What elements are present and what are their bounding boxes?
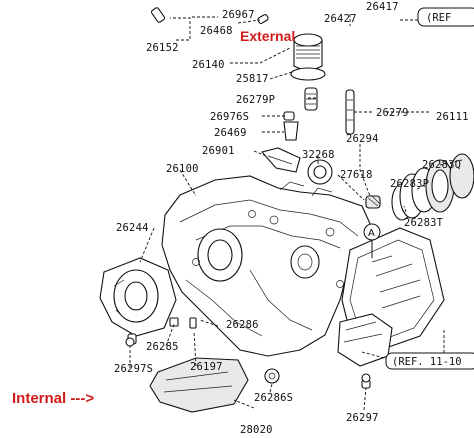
transaxle-case <box>161 175 373 357</box>
pn-25817: 25817 <box>236 73 269 85</box>
pn-26152: 26152 <box>146 42 179 54</box>
pn-26967: 26967 <box>222 9 255 21</box>
pn-26901: 26901 <box>202 145 235 157</box>
cable-bracket-part <box>345 89 355 135</box>
pn-26283P: 26283P <box>390 178 429 190</box>
pn-27618: 27618 <box>340 169 373 181</box>
o-ring-stack <box>391 153 474 221</box>
pn-26286: 26286 <box>226 319 259 331</box>
external-annotation: External <box>240 28 295 44</box>
pn-26285: 26285 <box>146 341 179 353</box>
svg-text:A: A <box>368 228 375 239</box>
oil-filter-part <box>290 33 326 81</box>
small-fasteners <box>125 317 371 389</box>
part-number-labels: 26967 26427 26417 26468 26152 26140 2581… <box>114 1 469 436</box>
pn-26197: 26197 <box>190 361 223 373</box>
pn-32268: 32268 <box>302 149 335 161</box>
seal-part <box>307 159 333 185</box>
spring-part <box>365 195 381 209</box>
pn-26283Q: 26283Q <box>422 159 461 171</box>
ref-label-top: (REF <box>426 12 451 24</box>
pn-26976S: 26976S <box>210 111 249 123</box>
pin-part <box>150 7 269 24</box>
pn-26244: 26244 <box>116 222 149 234</box>
pn-26297S: 26297S <box>114 363 153 375</box>
pn-26111: 26111 <box>436 111 469 123</box>
pn-26279: 26279 <box>376 107 409 119</box>
pn-26417: 26417 <box>366 1 399 13</box>
bolt-part <box>283 87 318 121</box>
pn-26468: 26468 <box>200 25 233 37</box>
pn-26427: 26427 <box>324 13 357 25</box>
linkage-parts <box>260 121 301 173</box>
ref-label-bottom: (REF. 11-10 <box>392 356 462 368</box>
parts-drawing <box>99 7 474 413</box>
oil-strainer-28020 <box>149 357 249 413</box>
internal-annotation: Internal ---> <box>12 390 94 407</box>
pn-26283T: 26283T <box>404 217 444 229</box>
pn-26297: 26297 <box>346 412 379 424</box>
pn-28020: 28020 <box>240 424 273 436</box>
pn-26140: 26140 <box>192 59 225 71</box>
housing-cover-part <box>99 257 177 337</box>
leader-lines <box>129 14 463 411</box>
pn-26100: 26100 <box>166 163 199 175</box>
reference-boxes: (REF (REF. 11-10 <box>385 7 474 370</box>
annotations: External Internal ---> <box>12 28 295 407</box>
pn-26286S: 26286S <box>254 392 293 404</box>
pn-26469: 26469 <box>214 127 247 139</box>
pn-26294: 26294 <box>346 133 379 145</box>
pn-26279P: 26279P <box>236 94 275 106</box>
callout-a: A <box>363 223 381 241</box>
